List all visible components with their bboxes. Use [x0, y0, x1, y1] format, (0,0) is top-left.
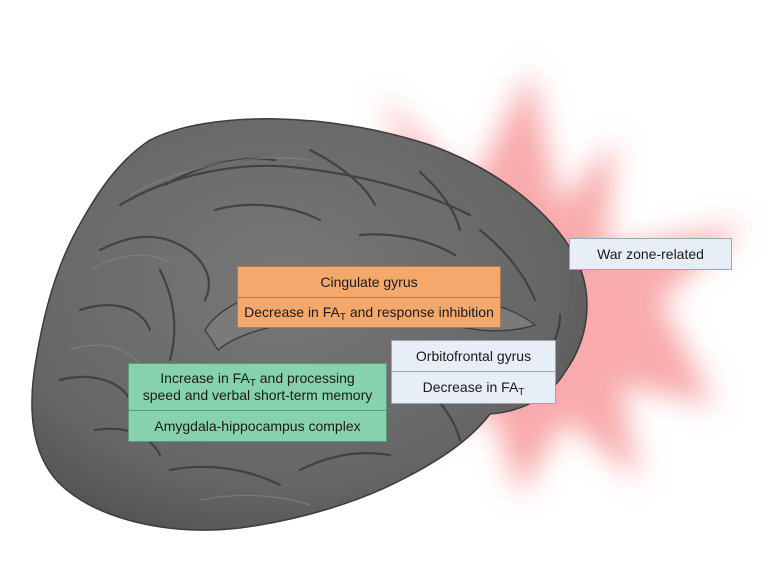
cingulate-gyrus-finding-box: Decrease in FAT and response inhibition	[237, 297, 501, 328]
cingulate-gyrus-finding: Decrease in FAT and response inhibition	[244, 304, 494, 323]
war-zone-text: War zone-related	[597, 245, 704, 262]
war-zone-label: War zone-related	[569, 238, 732, 270]
amygdala-finding-line1: Increase in FAT and processing	[160, 370, 355, 389]
orbitofrontal-gyrus-finding-box: Decrease in FAT	[391, 371, 556, 404]
amygdala-hippocampus-title-box: Amygdala-hippocampus complex	[128, 410, 387, 442]
amygdala-finding-line2: speed and verbal short-term memory	[142, 387, 373, 403]
amygdala-hippocampus-title: Amygdala-hippocampus complex	[154, 417, 361, 434]
orbitofrontal-gyrus-finding: Decrease in FAT	[422, 379, 525, 398]
cingulate-gyrus-title: Cingulate gyrus	[320, 273, 418, 290]
cingulate-gyrus-title-box: Cingulate gyrus	[237, 266, 501, 298]
amygdala-finding-box: Increase in FAT and processing speed and…	[128, 363, 387, 411]
orbitofrontal-gyrus-title: Orbitofrontal gyrus	[415, 347, 532, 364]
orbitofrontal-gyrus-title-box: Orbitofrontal gyrus	[391, 340, 556, 372]
